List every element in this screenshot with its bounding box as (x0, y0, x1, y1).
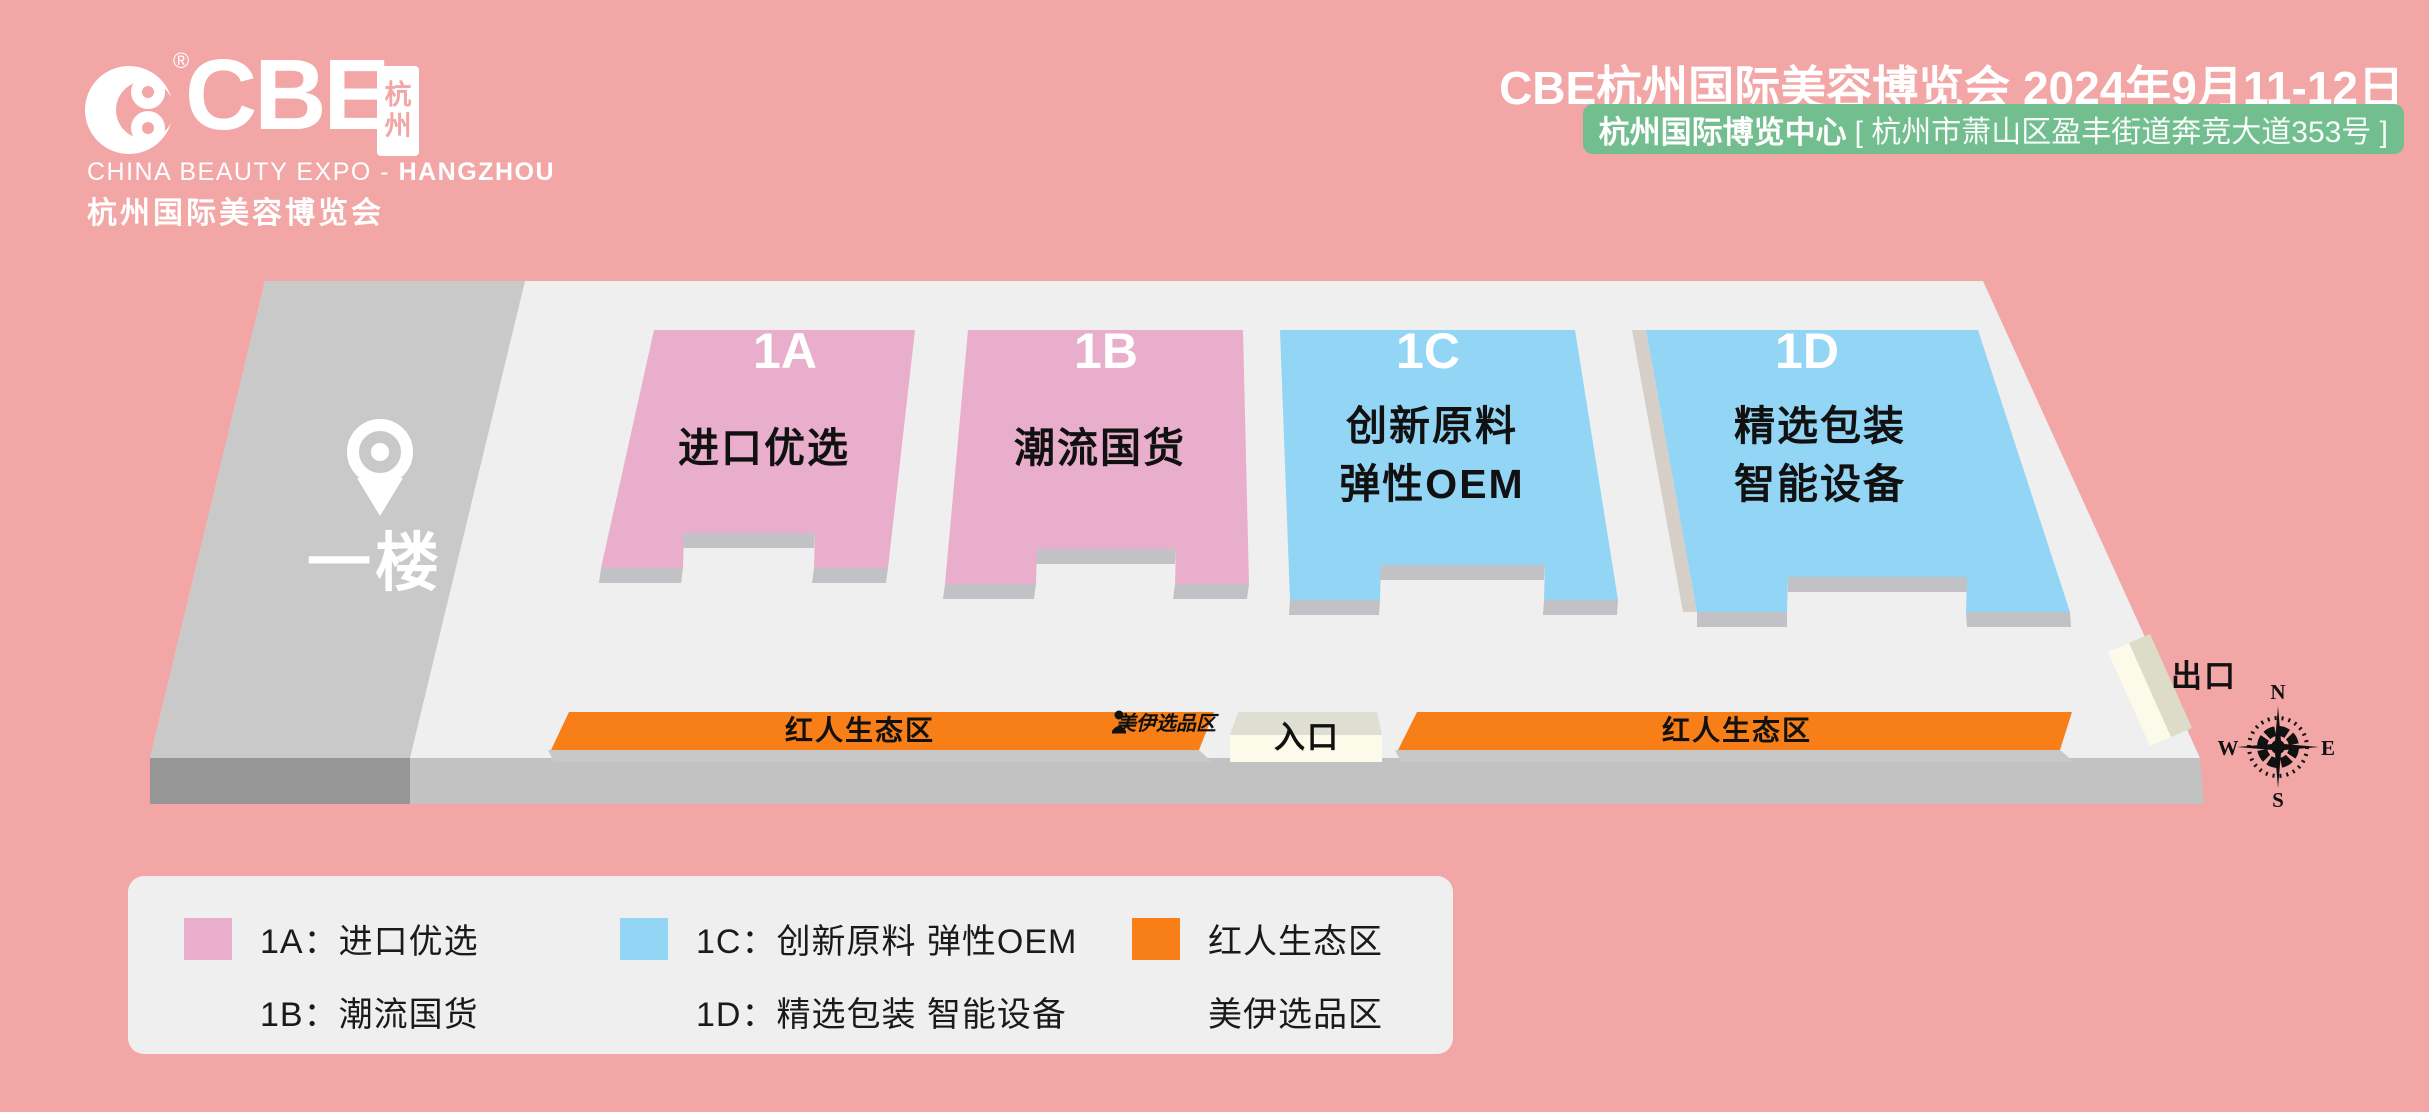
logo-city-box: 杭 州 (377, 66, 419, 156)
hall-1a-edge-right (812, 568, 888, 583)
hall-1b-shape (945, 330, 1249, 584)
floor-base-light (410, 758, 2204, 804)
location-pin-icon (347, 419, 413, 516)
influencer-strip-left-shadow (548, 750, 1212, 762)
entrance-ramp-face (1230, 712, 1382, 735)
hall-1c-edge-left (1289, 600, 1380, 615)
legend-entry-1a: 1A：进口优选 (260, 923, 479, 961)
hall-1d-name-line2: 智能设备 (1734, 461, 1906, 507)
logo-city-char-1: 杭 (384, 80, 412, 110)
legend-swatch-blue (620, 917, 668, 960)
compass-south-label: S (2272, 788, 2284, 812)
logo-cbe-text: CBE (185, 39, 390, 151)
hall-1d-name-line1: 精选包装 (1734, 403, 1906, 449)
meiyi-zone-label: 美伊选品区 (1116, 712, 1219, 735)
logo-subtitle-en: CHINA BEAUTY EXPO - HANGZHOU (87, 158, 555, 186)
floor-level-label: 一楼 (307, 527, 443, 599)
hall-1b: 1B 潮流国货 (943, 323, 1249, 599)
registered-mark: ® (173, 48, 190, 73)
hall-1a-name: 进口优选 (678, 425, 850, 471)
entrance-label: 入口 (1274, 720, 1340, 755)
legend-entry-1b: 1B：潮流国货 (260, 996, 479, 1034)
compass-north-label: N (2270, 680, 2285, 704)
hall-1a-shape (601, 330, 915, 568)
entrance-walkway (1230, 735, 1382, 762)
legend-swatch-orange (1132, 917, 1180, 960)
hall-1a-id: 1A (753, 323, 817, 379)
hall-1c-name-line2: 弹性OEM (1339, 461, 1524, 507)
exit-door-outer (2129, 634, 2192, 737)
legend-col-halls-cd: 1C：创新原料 弹性OEM 1D：精选包装 智能设备 (620, 914, 1077, 1036)
hall-1d-side-face (1632, 330, 1697, 612)
influencer-zone-left-label: 红人生态区 (785, 714, 935, 746)
exit-label: 出口 (2171, 659, 2237, 694)
influencer-strip-left (551, 712, 1214, 750)
venue-badge: 杭州国际博览中心 [ 杭州市萧山区盈丰街道奔竞大道353号 ] (1582, 104, 2404, 154)
hall-1d-edge-notch (1788, 577, 1967, 592)
exit-door-inner (2108, 643, 2171, 746)
hall-1a: 1A 进口优选 (599, 323, 915, 583)
legend-col-halls-ab: 1A：进口优选 1B：潮流国货 (184, 914, 479, 1036)
hall-1c-edge-right (1543, 600, 1618, 615)
hall-1a-edge-notch (683, 533, 815, 548)
venue-name: 杭州国际博览中心 (1598, 114, 1847, 150)
hall-1d-edge-right (1966, 612, 2071, 627)
floor-base-dark (150, 758, 410, 804)
exit-area: 出口 (2108, 634, 2237, 746)
hall-1c-name-line1: 创新原料 (1345, 403, 1518, 449)
hall-1d-edge-left (1697, 612, 1787, 627)
logo-city-char-2: 州 (384, 111, 412, 141)
legend-entry-1d: 1D：精选包装 智能设备 (696, 996, 1067, 1034)
hall-1d: 1D 精选包装 智能设备 (1632, 323, 2071, 627)
influencer-strip-right-shadow (1395, 750, 2074, 762)
legend-entry-1c: 1C：创新原料 弹性OEM (696, 923, 1078, 961)
logo-subtitle-cn: 杭州国际美容博览会 (87, 197, 384, 230)
legend-col-zones: 红人生态区 美伊选品区 (1132, 914, 1383, 1036)
compass-west-label: W (2218, 736, 2239, 760)
hall-1c-shape (1280, 330, 1618, 600)
influencer-zone-right-label: 红人生态区 (1662, 714, 1812, 746)
hall-1b-id: 1B (1074, 323, 1138, 379)
hall-1b-edge-left (943, 584, 1036, 599)
hall-1d-shape (1646, 330, 2070, 612)
venue-address: [ 杭州市萧山区盈丰街道奔竞大道353号 ] (1854, 116, 2388, 149)
hall-1c: 1C 创新原料 弹性OEM (1280, 323, 1618, 615)
hall-1b-name: 潮流国货 (1014, 425, 1186, 471)
hall-1c-id: 1C (1396, 323, 1460, 379)
influencer-strip-right (1398, 712, 2072, 750)
hall-1a-edge-left (599, 568, 683, 583)
legend-swatch-pink (184, 917, 232, 960)
compass-east-label: E (2321, 736, 2335, 760)
hall-1d-id: 1D (1775, 323, 1839, 379)
compass-rose-icon: N S E W (2218, 680, 2336, 812)
meiyi-mascot-icon (1112, 710, 1126, 734)
hall-1b-edge-right (1173, 584, 1249, 599)
hall-1b-edge-notch (1036, 549, 1176, 564)
floor-dark-slab (150, 281, 525, 758)
cbe-flower-icon (85, 66, 174, 154)
legend-entry-influencer: 红人生态区 (1208, 923, 1383, 961)
legend-panel: 1A：进口优选 1B：潮流国货 1C：创新原料 弹性OEM 1D：精选包装 智能… (128, 876, 1453, 1054)
entrance-area: 入口 (1230, 712, 1382, 762)
legend-entry-meiyi: 美伊选品区 (1208, 996, 1383, 1034)
hall-1c-edge-notch (1380, 565, 1545, 580)
